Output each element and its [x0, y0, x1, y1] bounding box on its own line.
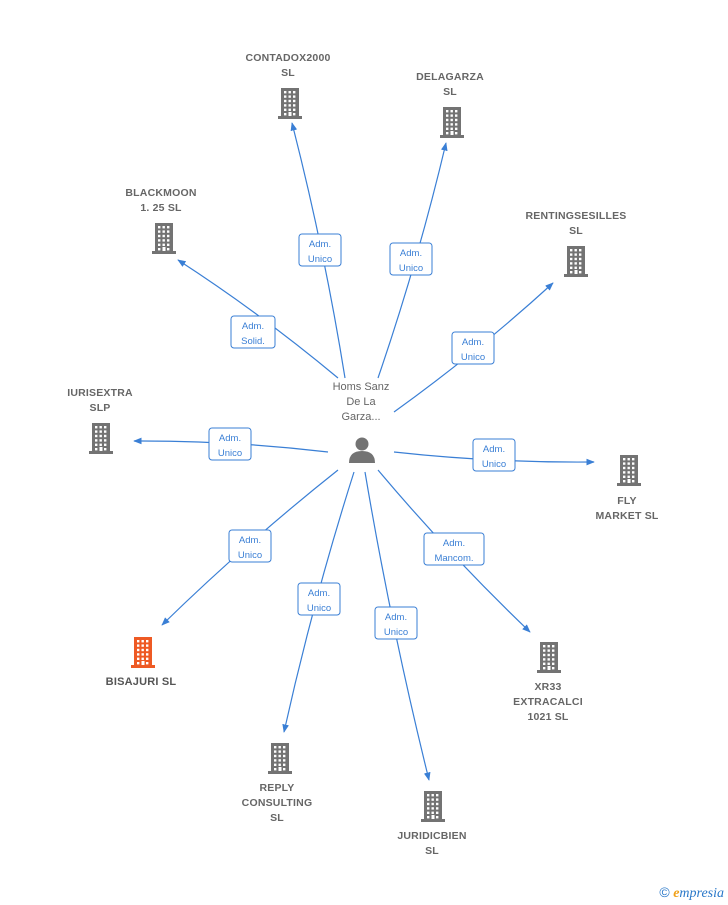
company-label: 1. 25 SL	[140, 202, 182, 214]
relation-badge-blackmoon[interactable]: Adm. Solid.	[230, 315, 276, 349]
relation-label: Adm.	[400, 248, 422, 259]
company-node-flymarket[interactable]: FLY MARKET SL	[595, 455, 659, 522]
company-node-bisajuri[interactable]: BISAJURI SL	[106, 637, 177, 688]
relation-label: Solid.	[241, 336, 265, 347]
company-label: BISAJURI SL	[106, 676, 177, 688]
relation-label: Adm.	[462, 337, 484, 348]
company-node-delagarza[interactable]: DELAGARZA SL	[416, 71, 484, 138]
relation-badge-iurisextra[interactable]: Adm. Unico	[208, 427, 252, 461]
relation-badge-flymarket[interactable]: Adm. Unico	[472, 438, 516, 472]
relation-label: Adm.	[219, 433, 241, 444]
relation-label: Adm.	[239, 535, 261, 546]
company-label: XR33	[534, 681, 561, 693]
person-name-label: De La	[346, 396, 376, 408]
relation-label: Adm.	[309, 239, 331, 250]
relation-label: Unico	[308, 254, 332, 265]
relation-label: Adm.	[242, 321, 264, 332]
company-node-rentingsesilles[interactable]: RENTINGSESILLES SL	[525, 210, 626, 277]
company-label: SL	[281, 67, 295, 79]
company-label: CONSULTING	[242, 797, 313, 809]
company-label: EXTRACALCI	[513, 696, 583, 708]
relation-label: Unico	[384, 627, 408, 638]
relation-label: Adm.	[443, 538, 465, 549]
building-icon	[278, 88, 302, 119]
building-icon	[421, 791, 445, 822]
company-label: REPLY	[259, 782, 294, 794]
center-person[interactable]: Homs Sanz De La Garza...	[333, 381, 390, 463]
company-label: SL	[569, 225, 583, 237]
building-icon	[440, 107, 464, 138]
building-icon	[564, 246, 588, 277]
company-label: MARKET SL	[595, 510, 658, 522]
relation-label: Adm.	[483, 444, 505, 455]
relation-badge-juridicbien[interactable]: Adm. Unico	[374, 606, 418, 640]
relation-label: Adm.	[385, 612, 407, 623]
person-icon	[349, 437, 375, 463]
relation-label: Unico	[307, 603, 331, 614]
building-icon	[617, 455, 641, 486]
building-icon	[152, 223, 176, 254]
building-icon	[537, 642, 561, 673]
relation-label: Unico	[238, 550, 262, 561]
copyright-icon: ©	[659, 884, 670, 900]
relation-label: Mancom.	[434, 553, 473, 564]
company-label: FLY	[617, 495, 636, 507]
watermark: © empresia	[659, 884, 724, 902]
building-icon	[131, 637, 155, 668]
company-label: CONTADOX2000	[245, 52, 330, 64]
company-label: SL	[270, 812, 284, 824]
relation-badge-contadox2000[interactable]: Adm. Unico	[298, 233, 342, 267]
watermark-initial: e	[673, 886, 680, 901]
relations-layer: Adm.UnicoAdm.UnicoAdm.Solid.Adm.UnicoAdm…	[208, 233, 516, 640]
relation-badge-reply[interactable]: Adm. Unico	[297, 582, 341, 616]
relation-label: Unico	[218, 448, 242, 459]
company-node-iurisextra[interactable]: IURISEXTRA SLP	[67, 387, 133, 454]
relation-badge-xr33[interactable]: Adm. Mancom.	[423, 532, 485, 566]
relation-label: Unico	[482, 459, 506, 470]
building-icon	[268, 743, 292, 774]
company-label: SL	[443, 86, 457, 98]
relation-label: Unico	[399, 263, 423, 274]
building-icon	[89, 423, 113, 454]
company-node-blackmoon[interactable]: BLACKMOON 1. 25 SL	[125, 187, 196, 254]
relation-label: Adm.	[308, 588, 330, 599]
company-label: SL	[425, 845, 439, 857]
company-label: JURIDICBIEN	[397, 830, 466, 842]
company-label: 1021 SL	[527, 711, 568, 723]
company-node-juridicbien[interactable]: JURIDICBIEN SL	[397, 791, 466, 857]
company-label: RENTINGSESILLES	[525, 210, 626, 222]
person-name-label: Homs Sanz	[333, 381, 390, 393]
company-label: IURISEXTRA	[67, 387, 133, 399]
relation-label: Unico	[461, 352, 485, 363]
person-name-label: Garza...	[341, 411, 380, 423]
relation-badge-bisajuri[interactable]: Adm. Unico	[228, 529, 272, 563]
company-node-reply[interactable]: REPLY CONSULTING SL	[242, 743, 313, 824]
company-label: BLACKMOON	[125, 187, 196, 199]
company-label: DELAGARZA	[416, 71, 484, 83]
relation-badge-delagarza[interactable]: Adm. Unico	[389, 242, 433, 276]
company-label: SLP	[89, 402, 110, 414]
watermark-text: mpresia	[679, 886, 724, 901]
relation-badge-rentingsesilles[interactable]: Adm. Unico	[451, 331, 495, 365]
